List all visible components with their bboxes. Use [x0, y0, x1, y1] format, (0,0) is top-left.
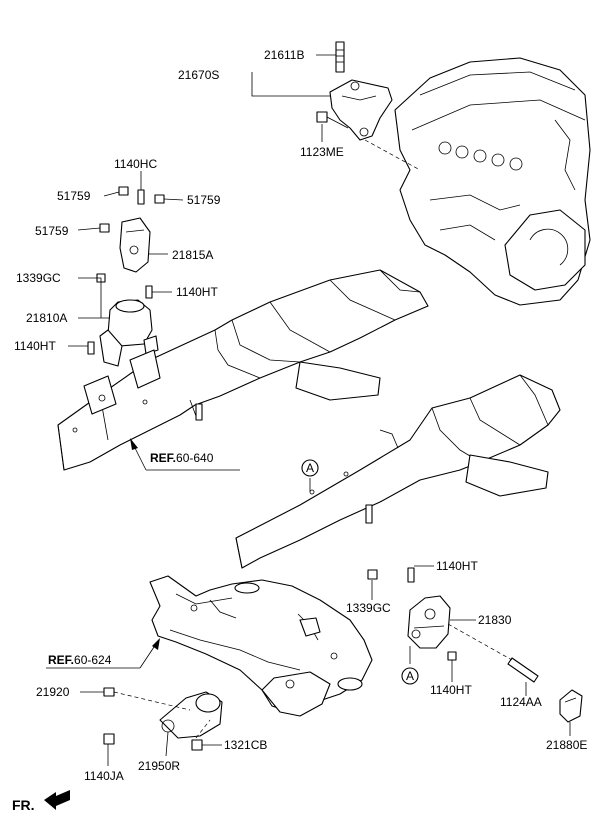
callout-21815A: 21815A [172, 248, 213, 262]
callout-1140HT-right-bottom: 1140HT [430, 683, 472, 697]
marker-a-lower: A [406, 669, 414, 683]
callout-21950R: 21950R [138, 759, 180, 773]
callout-1140HT-right-top: 1140HT [436, 559, 478, 573]
subframe [149, 575, 373, 717]
bracket-21670S [329, 41, 393, 141]
mount-21810A [87, 273, 159, 367]
callout-21880E: 21880E [546, 738, 587, 752]
callout-1140HC: 1140HC [114, 157, 157, 171]
callout-1124AA: 1124AA [500, 695, 542, 709]
marker-a-lower-circle [401, 667, 419, 685]
marker-a-upper-circle [301, 459, 319, 477]
callout-1123ME: 1123ME [300, 145, 344, 159]
callout-1140HT-left: 1140HT [14, 339, 56, 353]
callout-1321CB: 1321CB [224, 738, 267, 752]
marker-a-upper: A [306, 461, 314, 475]
ref-arrow-60-640 [130, 438, 240, 471]
engine-block [394, 57, 591, 306]
callout-21670S: 21670S [178, 68, 219, 82]
ref-60-640: REF.60-640 [150, 451, 214, 465]
front-direction-arrow-icon [44, 790, 70, 810]
callout-51759-left: 51759 [35, 224, 69, 238]
callout-21920: 21920 [36, 685, 70, 699]
callout-21830: 21830 [478, 613, 512, 627]
callout-21611B: 21611B [264, 48, 304, 62]
callout-51759-top-left: 51759 [57, 189, 91, 203]
callout-51759-top-right: 51759 [187, 193, 221, 207]
callout-1339GC-lower: 1339GC [346, 601, 391, 615]
roll-rod-21950R [103, 687, 223, 751]
mount-21830 [367, 567, 539, 683]
ref-arrow-60-624 [46, 638, 160, 669]
ref-60-624: REF.60-624 [48, 653, 112, 667]
side-member-left [57, 269, 429, 471]
side-member-right [235, 374, 561, 569]
callout-1140HT-upper: 1140HT [176, 285, 218, 299]
bolt-1123ME [316, 111, 349, 129]
callout-1339GC-upper: 1339GC [16, 271, 61, 285]
callout-1140JA: 1140JA [84, 769, 124, 783]
bracket-21815A [119, 217, 151, 273]
cap-21880E [559, 689, 583, 723]
callout-21810A: 21810A [26, 311, 67, 325]
front-direction-label: FR. [12, 797, 35, 813]
leader-lines [68, 54, 571, 766]
